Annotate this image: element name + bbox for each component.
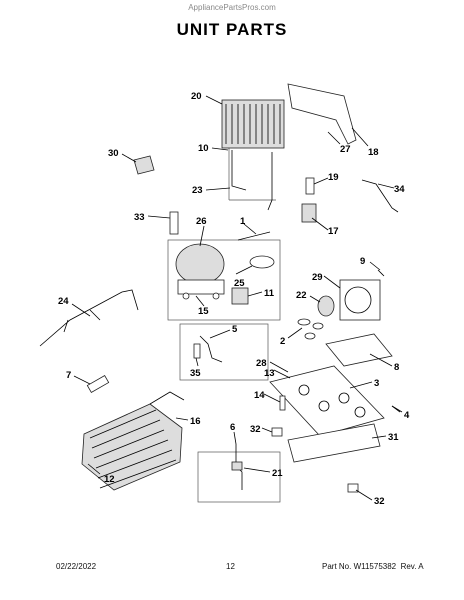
tube-7 [86,374,110,394]
fan-motor [317,295,335,317]
callout-4: 4 [404,410,410,421]
base-pan [269,365,385,437]
callout-25: 25 [234,278,245,289]
footer-page-number: 12 [226,562,235,571]
fan-shroud [339,279,381,321]
footer-date: 02/22/2022 [56,562,97,571]
callout-29: 29 [312,272,323,283]
callout-32-lower: 32 [374,496,385,507]
callout-17: 17 [328,226,339,237]
harness-group-box [197,451,281,503]
callout-28: 28 [256,358,267,369]
evaporator-coil [81,391,185,491]
compressor [175,243,225,300]
callout-27: 27 [340,144,351,155]
drier [305,177,315,195]
callout-10: 10 [198,143,209,154]
callout-16: 16 [190,416,201,427]
page-title: UNIT PARTS [176,20,288,39]
screw-14 [279,395,286,411]
callout-3: 3 [374,378,379,389]
wire-34 [361,179,399,213]
drain-pan [325,333,393,367]
tubing [231,150,273,211]
grommet [169,211,179,235]
callout-31: 31 [388,432,399,443]
condenser-coil [221,99,285,149]
callout-26: 26 [196,216,207,227]
callout-15: 15 [198,306,209,317]
connector-21 [231,461,243,471]
callout-19: 19 [328,172,339,183]
callout-8: 8 [394,362,399,373]
callout-18: 18 [368,147,379,158]
callout-30: 30 [108,148,119,159]
relay-group-box [179,323,269,381]
cover [287,423,381,463]
tube-1 [237,231,271,241]
relay [231,287,249,305]
callout-1: 1 [240,216,246,227]
air-duct [287,83,357,145]
callout-33: 33 [134,212,145,223]
callout-5: 5 [232,324,238,335]
callout-35: 35 [190,368,201,379]
callout-24: 24 [58,296,69,307]
callout-9: 9 [360,256,365,267]
compressor-group-box [167,239,281,321]
callout-34: 34 [394,184,405,195]
callout-21: 21 [272,468,283,479]
clip-32a [271,427,283,437]
clip [133,155,155,175]
fan-blade [297,318,324,340]
callout-7: 7 [66,370,71,381]
callout-labels: 20 18 27 10 30 19 34 23 17 33 26 1 25 9 … [58,91,410,507]
bracket [301,203,317,223]
capacitor [249,255,275,269]
callout-13: 13 [264,368,275,379]
screw [377,269,385,277]
callout-23: 23 [192,185,203,196]
leader-lines [71,95,403,501]
callout-11: 11 [264,288,275,299]
callout-6: 6 [230,422,235,433]
clip-32b [347,483,359,493]
wire-5 [199,335,223,363]
callout-22: 22 [296,290,307,301]
wire-harness [39,289,139,347]
callout-2: 2 [280,336,285,347]
footer-part-number: Part No. W11575382 Rev. A [322,562,424,571]
callout-12: 12 [104,474,115,485]
callout-32-upper: 32 [250,424,261,435]
watermark: AppliancePartsPros.com [188,3,276,12]
callout-14: 14 [254,390,265,401]
callout-20: 20 [191,91,202,102]
sensor-35 [193,343,201,359]
